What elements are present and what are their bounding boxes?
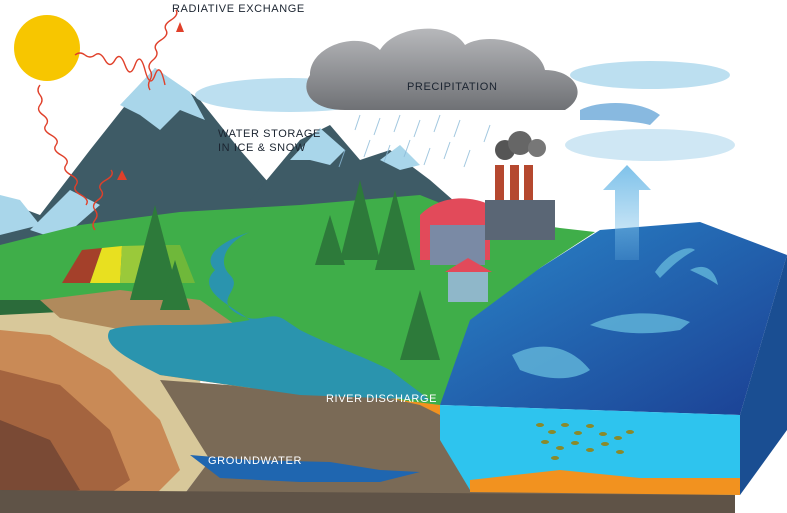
whale-icon bbox=[512, 346, 590, 379]
fish-school bbox=[536, 423, 634, 460]
dolphin-icon bbox=[655, 248, 695, 278]
rain bbox=[338, 114, 491, 168]
river bbox=[108, 232, 430, 400]
label-radiative-exchange: RADIATIVE EXCHANGE bbox=[172, 3, 305, 15]
ocean-floor-sediment bbox=[470, 470, 740, 495]
label-groundwater: GROUNDWATER bbox=[208, 455, 302, 467]
dolphin-icon bbox=[690, 266, 718, 285]
evaporation-arrow-icon bbox=[603, 165, 651, 260]
radiation-arrows bbox=[37, 9, 184, 231]
sun-icon bbox=[14, 15, 80, 81]
shark-icon bbox=[590, 313, 690, 334]
mountain-range bbox=[0, 68, 470, 250]
label-water-storage-line2: IN ICE & SNOW bbox=[218, 142, 306, 154]
trees bbox=[130, 180, 440, 360]
factory-icon bbox=[485, 131, 555, 240]
label-precipitation: PRECIPITATION bbox=[407, 81, 498, 93]
marine-life bbox=[512, 248, 718, 379]
label-river-discharge: RIVER DISCHARGE bbox=[326, 393, 437, 405]
clouds bbox=[195, 28, 735, 161]
label-water-storage-line1: WATER STORAGE bbox=[218, 128, 321, 140]
brown-hill bbox=[40, 290, 250, 335]
buildings bbox=[420, 198, 492, 302]
